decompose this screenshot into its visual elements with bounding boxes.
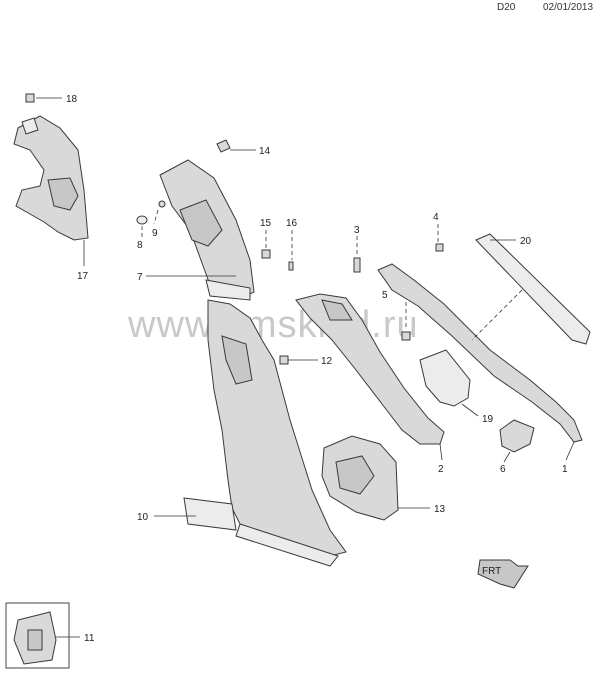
part-11-inset xyxy=(5,602,70,669)
diagram-date: 02/01/2013 xyxy=(543,2,594,13)
callout-12: 12 xyxy=(321,356,333,367)
part-6-clip xyxy=(499,419,535,453)
part-9-fastener xyxy=(158,200,166,208)
part-1-a-pillar-trim xyxy=(377,263,583,443)
callout-11: 11 xyxy=(84,633,95,644)
callout-7: 7 xyxy=(137,272,143,283)
part-8-fastener xyxy=(136,215,148,225)
callout-15: 15 xyxy=(260,218,272,229)
part-3-stud xyxy=(353,257,361,273)
callout-3: 3 xyxy=(354,225,360,236)
callout-13: 13 xyxy=(434,504,446,515)
callout-8: 8 xyxy=(137,240,143,251)
diagram-code: D20 xyxy=(497,2,516,13)
callout-labels: 18 17 14 8 9 7 15 16 12 10 13 3 4 5 2 1 … xyxy=(66,94,568,644)
front-badge-label: FRT xyxy=(482,566,501,577)
callout-6: 6 xyxy=(500,464,506,475)
callout-16: 16 xyxy=(286,218,298,229)
part-4-clip xyxy=(435,243,444,252)
callout-20: 20 xyxy=(520,236,532,247)
leader-lines xyxy=(36,97,575,638)
callout-4: 4 xyxy=(433,212,439,223)
part-19-pad xyxy=(419,349,471,407)
part-15-clip xyxy=(261,249,271,259)
part-5-clip xyxy=(401,331,411,341)
callout-10: 10 xyxy=(137,512,149,523)
part-17-bracket xyxy=(13,115,89,241)
callout-18: 18 xyxy=(66,94,78,105)
callout-9: 9 xyxy=(152,228,158,239)
callout-5: 5 xyxy=(382,290,388,301)
part-14-clip xyxy=(216,139,231,153)
part-12-clip xyxy=(279,355,289,365)
part-7-upper-pillar-trim xyxy=(159,159,255,301)
watermark: www.gmsklad.ru xyxy=(127,304,419,346)
callout-19: 19 xyxy=(482,414,494,425)
callout-2: 2 xyxy=(438,464,444,475)
callout-1: 1 xyxy=(562,464,568,475)
part-13-block xyxy=(321,435,399,521)
front-arrow-badge: FRT xyxy=(477,559,529,589)
part-10-lower-pillar-trim xyxy=(183,299,347,567)
part-18-clip xyxy=(25,93,35,103)
callout-17: 17 xyxy=(77,271,89,282)
part-2-pillar-trim xyxy=(295,293,445,445)
part-20-strip xyxy=(475,233,591,345)
part-16-clip xyxy=(288,261,294,271)
callout-14: 14 xyxy=(259,146,271,157)
